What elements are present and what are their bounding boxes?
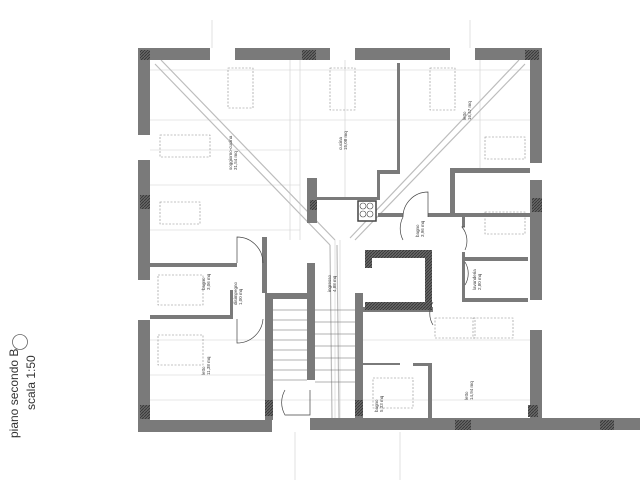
svg-text:letto14,94 mq: letto14,94 mq xyxy=(464,381,474,400)
svg-text:ingresso4,88 mq: ingresso4,88 mq xyxy=(327,274,337,292)
room-labels: soggiorno-cucina31,54 mq cucina15,08 mq … xyxy=(201,101,482,412)
svg-text:bagno5,33 mq: bagno5,33 mq xyxy=(374,395,384,412)
door-swings[interactable] xyxy=(236,191,469,416)
north-circle-icon xyxy=(12,334,28,350)
svg-text:lavanderia2,80 mq: lavanderia2,80 mq xyxy=(472,269,482,290)
furniture-outlines xyxy=(157,67,526,409)
svg-text:bagno3,06 mq: bagno3,06 mq xyxy=(201,273,211,290)
svg-text:soggiorno-cucina31,54 mq: soggiorno-cucina31,54 mq xyxy=(228,135,238,170)
plan-title: piano secondo B xyxy=(7,348,21,438)
roof-hip-lines xyxy=(154,59,526,421)
svg-text:cucina15,08 mq: cucina15,08 mq xyxy=(338,131,348,150)
columns xyxy=(140,50,614,430)
construction-lines xyxy=(150,20,530,480)
svg-text:letto16,47 mq: letto16,47 mq xyxy=(462,101,472,120)
room-name: soggiorno-cucina xyxy=(228,135,233,170)
walls xyxy=(138,48,640,432)
elevator-shaft xyxy=(365,250,432,310)
flue-circles xyxy=(359,202,374,218)
stair-treads xyxy=(273,309,355,383)
svg-text:bagno3,96 mq: bagno3,96 mq xyxy=(415,220,425,237)
plan-scale: scala 1:50 xyxy=(24,355,38,410)
chimney-flue xyxy=(357,200,377,222)
svg-text:disimpegno1,00 mq: disimpegno1,00 mq xyxy=(233,281,243,305)
svg-text:letto11,38 mq: letto11,38 mq xyxy=(201,356,211,375)
